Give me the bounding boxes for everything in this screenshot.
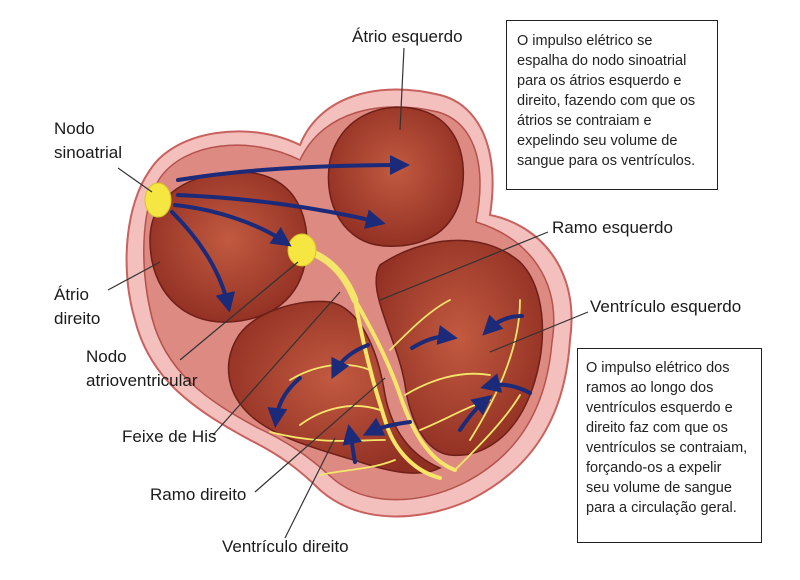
- leader-nodo-sinoatrial: [117, 167, 153, 193]
- note-top-line: sangue para os ventrículos.: [517, 153, 696, 169]
- label-atrio-direito-line2: direito: [54, 309, 100, 328]
- arrow-lv-2: [482, 314, 524, 336]
- leader-lines: [107, 47, 589, 539]
- left-ventricle-chamber: [375, 239, 544, 457]
- label-nodo-sinoatrial-line2: sinoatrial: [54, 143, 122, 162]
- label-ramo-esquerdo: Ramo esquerdo: [552, 218, 673, 237]
- note-top-line: átrios se contraiam e: [517, 113, 652, 129]
- note-bottom-line: direito faz com que os: [586, 420, 728, 436]
- label-ventriculo-direito: Ventrículo direito: [222, 537, 349, 556]
- note-top-line: espalha do nodo sinoatrial: [517, 53, 687, 69]
- note-bottom-line: ventrículos esquerdo e: [586, 400, 733, 416]
- right-bundle-fibers: [269, 363, 396, 476]
- leader-nodo-av: [179, 261, 299, 361]
- atrioventricular-node: [287, 233, 317, 267]
- arrow-lv-1: [410, 325, 458, 350]
- leader-atrio-direito: [107, 261, 161, 291]
- leader-atrio-esquerdo: [399, 47, 405, 131]
- left-atrium-chamber: [327, 106, 465, 247]
- label-feixe-his: Feixe de His: [122, 427, 216, 446]
- impulse-arrows: [170, 155, 532, 464]
- conduction-system: [269, 246, 521, 480]
- note-bottom-line: forçando-os a expelir: [586, 460, 722, 476]
- note-bottom-line: seu volume de sangue: [586, 480, 732, 496]
- arrow-rv-3: [362, 417, 412, 436]
- label-nodo-av-line2: atrioventricular: [86, 371, 198, 390]
- note-bottom-line: O impulso elétrico dos: [586, 360, 730, 376]
- leader-feixe-his: [212, 291, 341, 436]
- leader-ventriculo-esquerdo: [489, 311, 589, 353]
- arrow-rv-2: [267, 376, 302, 428]
- arrow-sa-down-right-atrium: [170, 210, 236, 313]
- arrow-sa-to-left-atrium-lower: [176, 193, 386, 229]
- note-bottom-line: para a circulação geral.: [586, 500, 737, 516]
- arrow-rv-4: [342, 424, 363, 464]
- label-ventriculo-esquerdo: Ventrículo esquerdo: [590, 297, 741, 316]
- note-bottom-line: ventrículos se contraiam,: [586, 440, 748, 456]
- note-ventricular-contraction: O impulso elétrico dos ramos ao longo do…: [577, 348, 762, 543]
- note-top-line: para os átrios esquerdo e: [517, 73, 682, 89]
- label-ramo-direito: Ramo direito: [150, 485, 246, 504]
- arrow-rv-1: [331, 343, 370, 380]
- note-bottom-line: ramos ao longo dos: [586, 380, 714, 396]
- leader-ramo-esquerdo: [379, 231, 549, 301]
- label-nodo-av-line1: Nodo: [86, 347, 127, 366]
- arrow-sa-to-av-node: [173, 203, 292, 247]
- label-atrio-direito-line1: Átrio: [54, 285, 89, 304]
- left-bundle-branch: [353, 298, 457, 472]
- note-top-line: expelindo seu volume de: [517, 133, 678, 149]
- arrow-lv-4: [458, 395, 493, 432]
- arrow-sa-to-left-atrium-upper: [176, 155, 410, 182]
- note-top-line: O impulso elétrico se: [517, 33, 653, 49]
- note-atrial-contraction: O impulso elétrico se espalha do nodo si…: [506, 20, 718, 190]
- note-top-line: direito, fazendo com que os: [517, 93, 696, 109]
- leader-ventriculo-direito: [284, 437, 336, 539]
- sinoatrial-node: [144, 182, 172, 218]
- label-atrio-esquerdo: Átrio esquerdo: [352, 27, 463, 46]
- arrow-lv-3: [480, 373, 532, 395]
- label-nodo-sinoatrial-line1: Nodo: [54, 119, 95, 138]
- left-bundle-fibers: [389, 299, 521, 471]
- leader-ramo-direito: [254, 377, 386, 493]
